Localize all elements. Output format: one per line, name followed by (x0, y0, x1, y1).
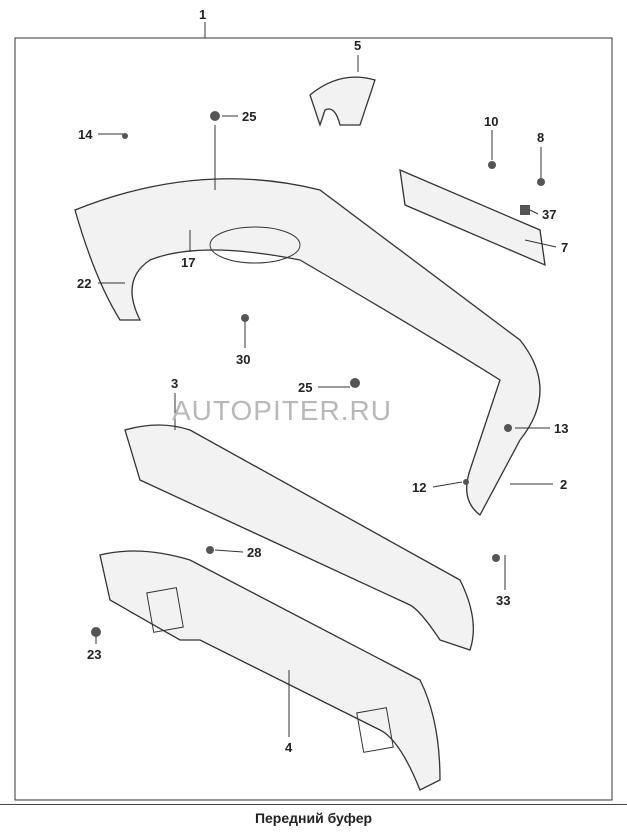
watermark: AUTOPITER.RU (172, 395, 392, 426)
callout-12: 12 (412, 480, 426, 495)
callout-2: 2 (560, 477, 567, 492)
beam-mount-right (356, 707, 394, 753)
callout-1: 1 (199, 7, 206, 22)
reinforcement-beam (99, 550, 441, 791)
callout-33: 33 (496, 593, 510, 608)
callout-30: 30 (236, 352, 250, 367)
callout-17: 17 (181, 255, 195, 270)
callout-28: 28 (247, 545, 261, 560)
energy-absorber (124, 424, 474, 651)
callout-7: 7 (561, 240, 568, 255)
fasteners (91, 111, 545, 637)
callout-23: 23 (87, 647, 101, 662)
diagram-caption: Передний буфер (254, 810, 373, 826)
callout-25-mid: 25 (298, 380, 312, 395)
callout-14: 14 (78, 127, 93, 142)
beam-mount-left (146, 587, 184, 633)
fog-lamp-opening (209, 226, 301, 264)
callout-4: 4 (285, 740, 293, 755)
callout-8: 8 (537, 130, 544, 145)
leader-lines (95, 55, 557, 737)
grille-part-5 (309, 76, 376, 128)
callout-13: 13 (554, 421, 568, 436)
caption-rule (0, 804, 627, 805)
callout-3: 3 (171, 376, 178, 391)
bracket-part-7 (399, 168, 546, 267)
bumper-cover (74, 178, 541, 516)
callout-22: 22 (77, 276, 91, 291)
callout-5: 5 (354, 38, 361, 53)
callout-10: 10 (484, 114, 498, 129)
assembly-frame (14, 22, 613, 801)
callout-25-top: 25 (242, 109, 256, 124)
callout-37: 37 (542, 207, 556, 222)
